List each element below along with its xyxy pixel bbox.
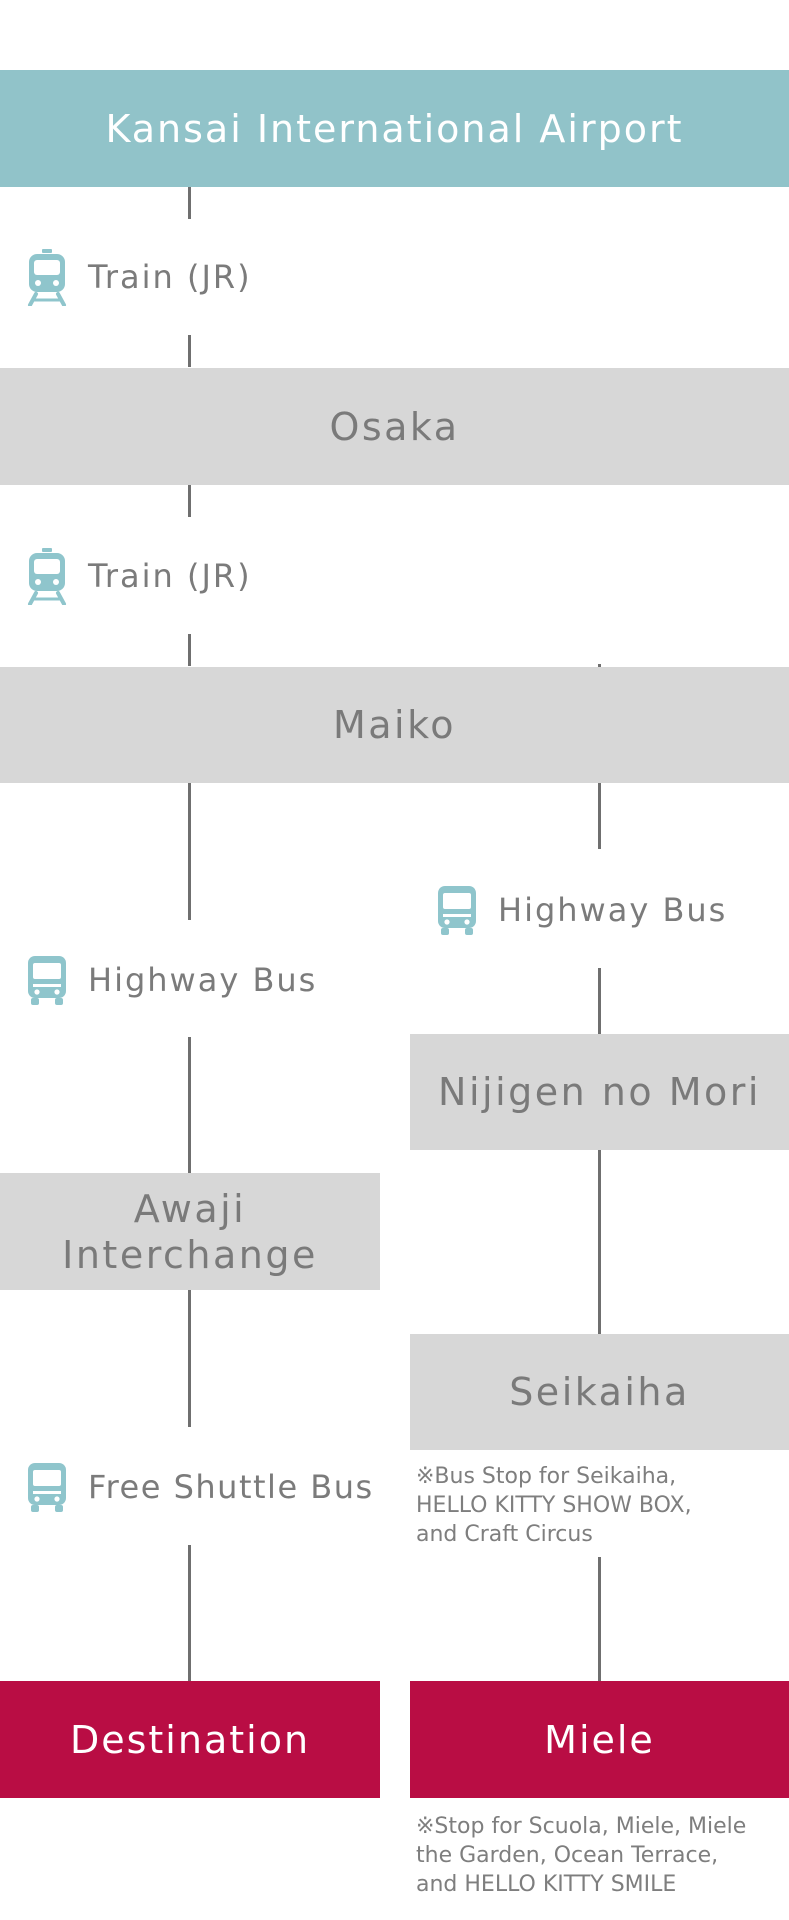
node-label: Destination bbox=[69, 1717, 311, 1762]
node-nijigen-no-mori: Nijigen no Mori bbox=[410, 1034, 789, 1150]
note-line: HELLO KITTY SHOW BOX, bbox=[416, 1493, 692, 1518]
node-label: Miele bbox=[544, 1717, 655, 1762]
connector-line bbox=[598, 1150, 601, 1334]
connector-line bbox=[188, 485, 191, 517]
node-osaka: Osaka bbox=[0, 368, 789, 485]
connector-line bbox=[598, 968, 601, 1034]
bus-icon bbox=[26, 954, 68, 1006]
leg-highway-bus-left: Highway Bus bbox=[26, 950, 317, 1010]
connector-line bbox=[188, 1290, 191, 1427]
note-line: and Craft Circus bbox=[416, 1522, 593, 1547]
node-miele: Miele bbox=[410, 1681, 789, 1798]
node-destination: Destination bbox=[0, 1681, 380, 1798]
connector-line bbox=[188, 335, 191, 367]
node-awaji-interchange: Awaji Interchange bbox=[0, 1173, 380, 1290]
leg-label: Free Shuttle Bus bbox=[88, 1468, 374, 1506]
note-line: ※Stop for Scuola, Miele, Miele bbox=[416, 1814, 747, 1839]
note-miele: ※Stop for Scuola, Miele, Miele the Garde… bbox=[416, 1812, 746, 1899]
connector-line bbox=[598, 783, 601, 849]
connector-line bbox=[188, 1037, 191, 1173]
connector-line bbox=[598, 1557, 601, 1681]
connector-line bbox=[188, 1545, 191, 1681]
leg-highway-bus-right: Highway Bus bbox=[436, 880, 727, 940]
connector-line bbox=[188, 783, 191, 920]
leg-label: Highway Bus bbox=[498, 891, 728, 929]
node-label: Seikaiha bbox=[509, 1370, 690, 1414]
leg-label: Train (JR) bbox=[88, 557, 252, 595]
node-label: Nijigen no Mori bbox=[438, 1070, 761, 1114]
node-kansai-international-airport: Kansai International Airport bbox=[0, 70, 789, 187]
node-label: Osaka bbox=[329, 404, 460, 449]
node-label: Kansai International Airport bbox=[105, 106, 684, 151]
leg-free-shuttle-bus: Free Shuttle Bus bbox=[26, 1457, 374, 1517]
note-line: ※Bus Stop for Seikaiha, bbox=[416, 1464, 677, 1489]
node-maiko: Maiko bbox=[0, 667, 789, 783]
leg-train-2: Train (JR) bbox=[26, 546, 252, 606]
train-icon bbox=[26, 547, 68, 605]
note-seikaiha: ※Bus Stop for Seikaiha, HELLO KITTY SHOW… bbox=[416, 1462, 692, 1549]
bus-icon bbox=[436, 884, 478, 936]
node-label-line2: Interchange bbox=[62, 1232, 318, 1277]
bus-icon bbox=[26, 1461, 68, 1513]
leg-train-1: Train (JR) bbox=[26, 247, 252, 307]
leg-label: Train (JR) bbox=[88, 258, 252, 296]
note-line: the Garden, Ocean Terrace, bbox=[416, 1843, 719, 1868]
node-label-line1: Awaji bbox=[133, 1186, 247, 1231]
node-seikaiha: Seikaiha bbox=[410, 1334, 789, 1450]
connector-line bbox=[188, 187, 191, 219]
connector-line bbox=[598, 664, 601, 667]
node-label: Maiko bbox=[332, 703, 457, 747]
note-line: and HELLO KITTY SMILE bbox=[416, 1872, 677, 1897]
leg-label: Highway Bus bbox=[88, 961, 318, 999]
train-icon bbox=[26, 248, 68, 306]
connector-line bbox=[188, 634, 191, 666]
